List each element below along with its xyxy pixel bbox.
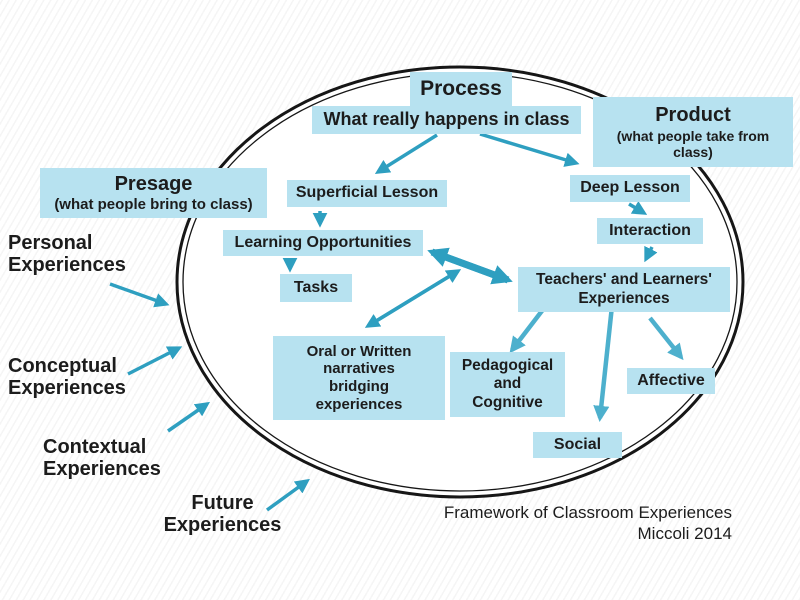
label-personal-experiences: Personal Experiences	[8, 232, 126, 277]
node-learning-opportunities-label: Learning Opportunities	[234, 233, 412, 251]
arrow-conceptual-into-ellipse	[127, 346, 183, 376]
node-tasks: Tasks	[280, 274, 352, 302]
node-pedagogical-cognitive: Pedagogical and Cognitive	[450, 352, 565, 417]
node-tasks-label: Tasks	[293, 278, 339, 296]
node-oral-written-narratives-label: Oral or Written narratives bridging expe…	[306, 342, 412, 413]
label-contextual-experiences: Contextual Experiences	[43, 436, 161, 481]
node-product: Product (what people take from class)	[593, 97, 793, 167]
node-what-happens-label: What really happens in class	[323, 109, 570, 130]
node-deep-lesson: Deep Lesson	[570, 175, 690, 202]
slide-caption: Framework of Classroom Experiences Micco…	[443, 503, 732, 543]
node-teachers-learners-label: Teachers' and Learners' Experiences	[536, 271, 712, 307]
node-what-happens: What really happens in class	[312, 106, 581, 134]
node-oral-written-narratives: Oral or Written narratives bridging expe…	[273, 336, 445, 420]
arrow-interaction-to-teachers	[644, 245, 658, 263]
node-social: Social	[533, 432, 622, 458]
node-teachers-learners-experiences: Teachers' and Learners' Experiences	[518, 267, 730, 312]
node-affective: Affective	[627, 368, 715, 394]
arrow-contextual-into-ellipse	[167, 401, 211, 433]
node-learning-opportunities: Learning Opportunities	[223, 230, 423, 256]
arrow-teachers-to-social	[593, 305, 615, 423]
node-affective-label: Affective	[637, 371, 705, 389]
arrow-learning-teachers-2	[427, 247, 510, 284]
node-process: Process	[410, 72, 512, 106]
node-presage: Presage (what people bring to class)	[40, 168, 267, 218]
node-process-label: Process	[420, 76, 502, 100]
label-conceptual-experiences: Conceptual Experiences	[8, 355, 126, 400]
node-deep-lesson-label: Deep Lesson	[580, 179, 680, 197]
arrow-personal-into-ellipse	[109, 282, 170, 308]
node-pedagogical-cognitive-label: Pedagogical and Cognitive	[461, 357, 554, 411]
arrow-deep-to-interaction	[628, 201, 648, 215]
node-interaction: Interaction	[597, 218, 703, 244]
node-social-label: Social	[553, 435, 602, 453]
arrow-narratives-updiag-2	[364, 269, 459, 328]
node-interaction-label: Interaction	[609, 221, 691, 239]
node-superficial-lesson: Superficial Lesson	[287, 180, 447, 207]
node-presage-title: Presage	[114, 172, 193, 195]
node-presage-subtitle: (what people bring to class)	[54, 196, 253, 214]
node-superficial-lesson-label: Superficial Lesson	[295, 184, 439, 202]
arrow-teachers-to-affective	[648, 316, 684, 361]
arrow-future-into-ellipse	[265, 478, 310, 512]
arrow-what-to-deep	[479, 132, 580, 167]
node-product-title: Product	[655, 104, 731, 127]
node-product-subtitle: (what people take from class)	[616, 127, 770, 160]
arrow-what-to-superficial	[374, 133, 438, 174]
label-future-experiences: Future Experiences	[163, 492, 282, 537]
